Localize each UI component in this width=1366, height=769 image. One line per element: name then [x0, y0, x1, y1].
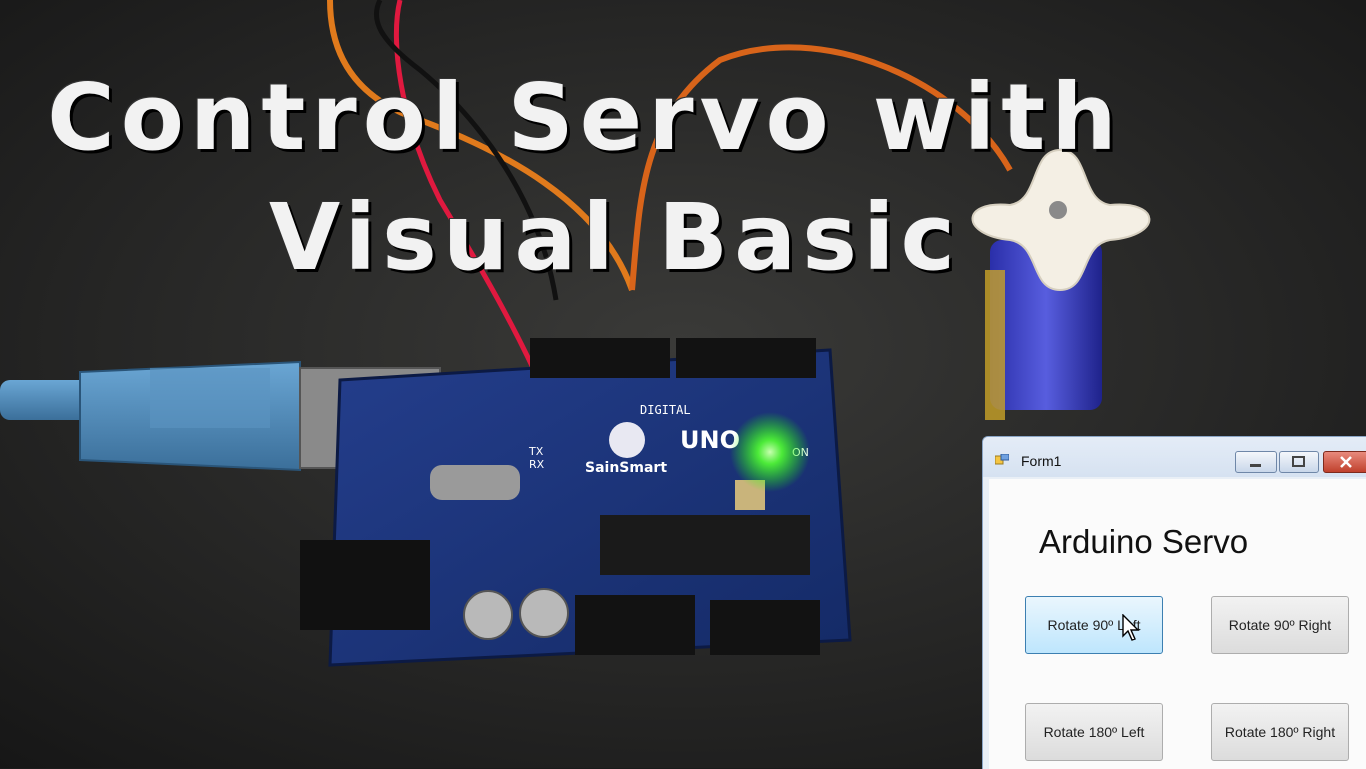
arduino-board: SainSmart UNO DIGITAL TX RX ON [300, 338, 852, 667]
form1-window: Form1 Arduino Servo Rotate 90º Left Rota… [982, 436, 1366, 769]
minimize-icon [1250, 464, 1261, 467]
video-title-line-2: Visual Basic [268, 184, 962, 291]
board-label: SainSmart [585, 460, 667, 476]
rotate-180-left-button[interactable]: Rotate 180º Left [1025, 703, 1163, 761]
close-icon [1340, 456, 1352, 468]
close-button[interactable] [1323, 451, 1366, 473]
video-title-line-1: Control Servo with [47, 64, 1123, 171]
app-icon [995, 454, 1009, 465]
header-label: DIGITAL [640, 403, 691, 417]
power-led [730, 412, 810, 492]
rotate-90-right-button[interactable]: Rotate 90º Right [1211, 596, 1349, 654]
window-titlebar[interactable]: Form1 [983, 437, 1366, 477]
rotate-90-left-button[interactable]: Rotate 90º Left [1025, 596, 1163, 654]
window-title: Form1 [1021, 453, 1062, 469]
board-model: UNO [680, 426, 740, 454]
mouse-cursor-icon [1122, 614, 1140, 641]
servo-motor [971, 148, 1151, 420]
maximize-icon [1292, 456, 1305, 467]
form-heading: Arduino Servo [1039, 523, 1249, 560]
rotate-180-right-button[interactable]: Rotate 180º Right [1211, 703, 1349, 761]
servo-wire-orange [327, 0, 635, 292]
servo-wire-black [373, 0, 559, 301]
servo-wire-orange-loop [629, 44, 1013, 291]
pin-label-tx: TX [528, 445, 544, 458]
pin-label-rx: RX [529, 458, 545, 471]
minimize-button[interactable] [1235, 451, 1277, 473]
maximize-button[interactable] [1279, 451, 1319, 473]
